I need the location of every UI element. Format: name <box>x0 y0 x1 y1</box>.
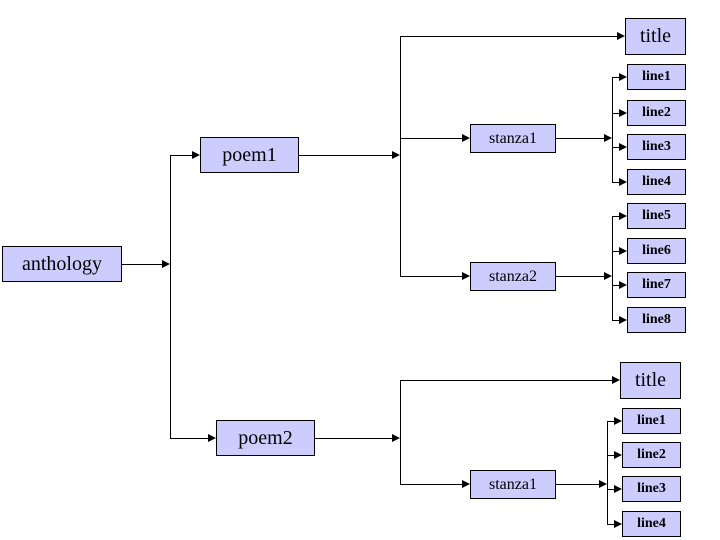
connector-line <box>315 438 392 439</box>
arrowhead <box>614 485 622 493</box>
connector-line <box>612 285 619 286</box>
node-poem1: poem1 <box>200 137 299 173</box>
connector-line <box>400 36 617 37</box>
connector-line <box>556 276 604 277</box>
node-poem1-stanza2-line6: line6 <box>627 238 686 264</box>
connector-line <box>400 380 612 381</box>
node-anthology: anthology <box>2 246 122 282</box>
connector-line <box>170 155 192 156</box>
arrowhead <box>612 376 620 384</box>
node-poem1-stanza1-line1: line1 <box>627 64 686 90</box>
arrowhead <box>619 178 627 186</box>
arrowhead <box>614 451 622 459</box>
arrowhead <box>619 316 627 324</box>
arrowhead <box>462 480 470 488</box>
node-poem1-stanza1-line4: line4 <box>627 169 686 195</box>
arrowhead <box>614 417 622 425</box>
connector-line <box>299 155 392 156</box>
connector-line <box>170 155 171 438</box>
arrowhead <box>619 109 627 117</box>
connector-line <box>556 138 604 139</box>
arrowhead <box>619 281 627 289</box>
connector-line <box>612 216 619 217</box>
arrowhead <box>619 212 627 220</box>
arrowhead <box>599 480 607 488</box>
connector-line <box>607 421 614 422</box>
node-poem1-stanza1: stanza1 <box>470 124 556 153</box>
arrowhead <box>462 134 470 142</box>
node-poem1-stanza2-line8: line8 <box>627 307 686 333</box>
arrowhead <box>208 434 216 442</box>
connector-line <box>612 320 619 321</box>
connector-line <box>607 489 614 490</box>
node-poem1-stanza2-line7: line7 <box>627 272 686 298</box>
arrowhead <box>162 260 170 268</box>
node-poem1-stanza2-line5: line5 <box>627 203 686 229</box>
connector-line <box>400 138 462 139</box>
node-poem1-stanza2: stanza2 <box>470 262 556 291</box>
arrowhead <box>462 272 470 280</box>
connector-line <box>400 36 401 276</box>
arrowhead <box>192 151 200 159</box>
connector-line <box>612 77 613 182</box>
node-poem2-stanza1: stanza1 <box>470 470 556 499</box>
connector-line <box>607 455 614 456</box>
arrowhead <box>619 73 627 81</box>
arrowhead <box>604 272 612 280</box>
node-poem2-stanza1-line4: line4 <box>622 511 681 537</box>
node-poem1-stanza1-line2: line2 <box>627 100 686 126</box>
node-poem2-stanza1-line3: line3 <box>622 476 681 502</box>
connector-line <box>607 524 614 525</box>
node-poem2-title: title <box>620 362 681 399</box>
connector-line <box>612 251 619 252</box>
arrowhead <box>604 134 612 142</box>
connector-line <box>612 113 619 114</box>
connector-line <box>170 438 208 439</box>
arrowhead <box>619 247 627 255</box>
connector-line <box>400 380 401 484</box>
node-poem2-stanza1-line1: line1 <box>622 408 681 434</box>
connector-line <box>612 182 619 183</box>
arrowhead <box>392 151 400 159</box>
node-poem1-title: title <box>625 18 686 55</box>
connector-line <box>612 147 619 148</box>
connector-line <box>400 276 462 277</box>
connector-line <box>612 216 613 320</box>
arrowhead <box>617 32 625 40</box>
node-poem2-stanza1-line2: line2 <box>622 442 681 468</box>
arrowhead <box>619 143 627 151</box>
arrowhead <box>614 520 622 528</box>
arrowhead <box>392 434 400 442</box>
connector-line <box>612 77 619 78</box>
connector-line <box>400 484 462 485</box>
node-poem1-stanza1-line3: line3 <box>627 134 686 160</box>
connector-line <box>556 484 599 485</box>
connector-line <box>122 264 162 265</box>
node-poem2: poem2 <box>216 420 315 456</box>
connector-line <box>607 421 608 524</box>
